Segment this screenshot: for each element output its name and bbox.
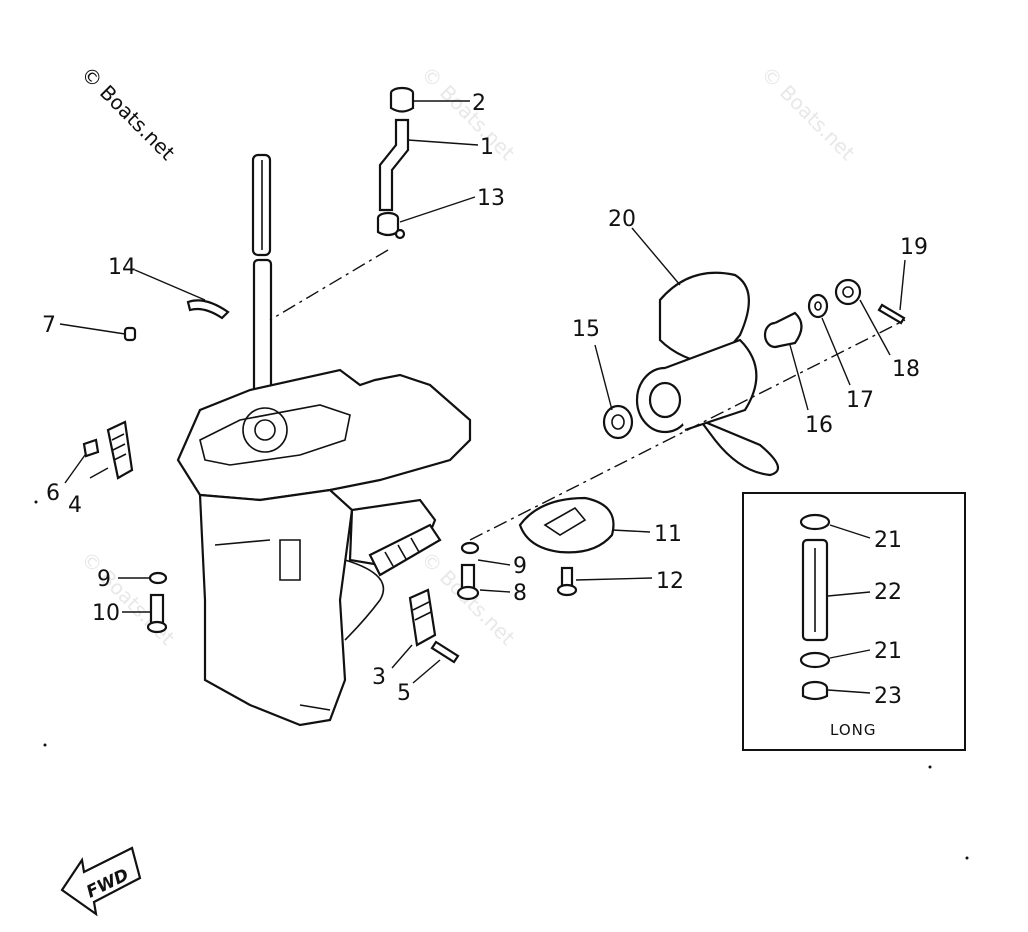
spacer-16 [763,311,803,349]
trim-tab [106,420,134,480]
anode-3 [408,588,437,647]
bolt-10 [146,593,168,634]
label-part-5: 5 [397,681,411,706]
stray-dot [965,856,969,860]
nut-18 [834,278,862,306]
cotter-pin-19 [877,303,906,325]
inset-box [742,492,966,751]
label-part-18: 18 [892,357,920,382]
plate-11 [518,496,615,554]
bolt-12 [556,566,578,597]
leader-lines [59,100,906,694]
faint-watermark: © Boats.net [76,547,179,650]
label-part-15: 15 [572,317,600,342]
label-part-23: 23 [874,684,902,709]
stray-dot [928,765,932,769]
label-part-17: 17 [846,388,874,413]
label-part-7: 7 [42,313,56,338]
forward-arrow: FWD [60,846,142,917]
label-part-19: 19 [900,235,928,260]
tube-22 [801,538,829,642]
label-part-9-right: 9 [513,554,527,579]
label-part-2: 2 [472,91,486,116]
grommet-top [389,86,415,113]
water-tube [378,118,410,212]
drive-shaft [251,153,273,412]
label-part-22: 22 [874,580,902,605]
label-part-16: 16 [805,413,833,438]
label-part-21-top: 21 [874,528,902,553]
tube-seal [376,211,406,240]
label-part-10: 10 [92,601,120,626]
bolt-6 [82,438,100,458]
clip [186,299,230,320]
label-part-21-bottom: 21 [874,639,902,664]
label-part-9-left: 9 [97,567,111,592]
faint-watermark: © Boats.net [416,62,519,165]
propeller-20 [635,271,780,477]
label-part-11: 11 [654,522,682,547]
centerline-tube [269,249,389,321]
o-ring-21-top [799,513,831,531]
o-ring-21-bottom [799,651,831,669]
label-part-12: 12 [656,569,684,594]
label-part-4: 4 [68,493,82,518]
prop-shaft-housing [368,523,442,577]
label-part-13: 13 [477,186,505,211]
washer-17 [807,293,829,319]
washer-9-right [460,541,480,555]
part-labels: 2 1 13 14 7 6 4 9 10 9 8 3 5 11 12 15 20… [42,91,928,709]
washer-9-left [148,571,168,585]
inset-caption: LONG [830,721,876,739]
bolt-5 [430,640,460,664]
faint-watermark: © Boats.net [756,62,859,165]
label-part-3: 3 [372,665,386,690]
label-part-6: 6 [46,481,60,506]
label-part-14: 14 [108,255,136,280]
centerline-prop [469,319,906,541]
copyright-watermark: © Boats.net [76,62,179,165]
bolt-8 [456,563,480,601]
label-part-8: 8 [513,581,527,606]
label-part-20: 20 [608,207,636,232]
pin [123,326,137,342]
stray-dot [34,500,38,504]
thrust-washer-15 [602,404,634,440]
stray-dot [43,743,47,747]
label-part-1: 1 [480,135,494,160]
grommet-23 [801,680,829,701]
